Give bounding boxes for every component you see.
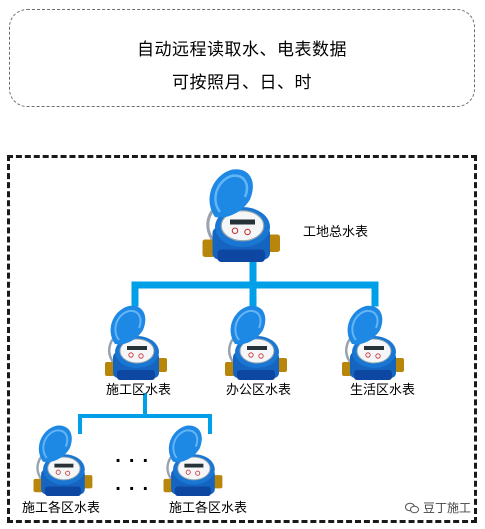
ellipsis-upper: . . . [115,447,150,466]
label-construction-zone-meter: 施工区水表 [106,383,172,398]
caption-line-1: 自动远程读取水、电表数据 [137,40,347,60]
watermark-text: 豆丁施工 [422,501,471,515]
subzone-b-meter-image [162,424,224,498]
main-meter-image [200,167,282,264]
label-main-water-meter: 工地总水表 [303,225,369,240]
ellipsis-lower: . . . [115,475,150,494]
diagram-frame [7,155,477,523]
chat-bubble-icon [404,502,419,513]
label-construction-subzone-meter-b: 施工各区水表 [169,501,248,516]
watermark: 豆丁施工 [404,499,471,516]
office-meter-image [223,304,289,382]
label-living-zone-meter: 生活区水表 [350,383,416,398]
label-construction-subzone-meter-a: 施工各区水表 [22,501,101,516]
living-meter-image [340,304,406,382]
caption-line-2: 可按照月、日、时 [172,73,312,93]
subzone-a-meter-image [32,424,94,498]
caption-box: 自动远程读取水、电表数据 可按照月、日、时 [9,9,475,107]
label-office-zone-meter: 办公区水表 [226,383,292,398]
construction-meter-image [103,304,169,382]
